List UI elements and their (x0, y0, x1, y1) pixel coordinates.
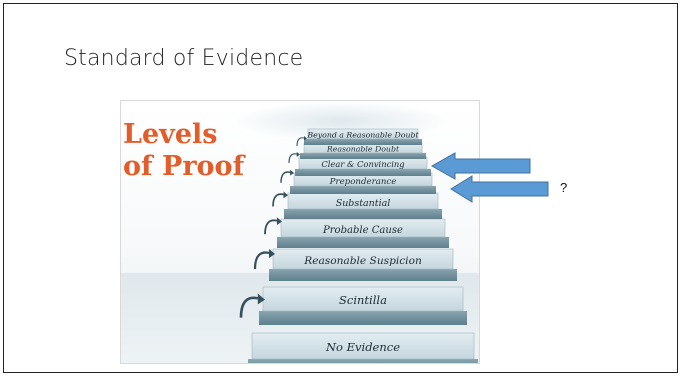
left-arrow-clear-convincing (430, 152, 531, 180)
step-label: Reasonable Suspicion (303, 255, 422, 267)
levels-of-proof-heading: Levels of Proof (123, 119, 263, 183)
curl-arrow-icon (296, 137, 305, 147)
step-riser (277, 237, 449, 248)
staircase: No Evidence Scintilla Reasonable Suspicion… (239, 128, 478, 363)
curl-arrowhead-icon (269, 249, 275, 258)
step-riser (295, 169, 431, 176)
curl-arrow-icon (280, 171, 291, 183)
step-label: Preponderance (329, 177, 397, 187)
step-riser (284, 209, 442, 219)
curl-arrowhead-icon (290, 169, 294, 176)
curl-arrowhead-icon (276, 217, 282, 225)
step-riser (248, 359, 478, 363)
question-mark-label: ? (560, 180, 568, 195)
step-label: Reasonable Doubt (326, 144, 400, 153)
curl-arrow-icon (272, 193, 284, 207)
step-label: Clear & Convincing (321, 159, 404, 169)
step-face (307, 128, 419, 140)
step-riser (259, 311, 467, 325)
curl-arrowhead-icon (257, 293, 265, 305)
step-label: Scintilla (339, 293, 387, 307)
step-riser (300, 153, 426, 159)
step-riser (269, 269, 457, 281)
curl-arrow-icon (288, 153, 297, 163)
curl-arrow-icon (239, 296, 259, 318)
slide-title: Standard of Evidence (64, 46, 304, 71)
step-label: Probable Cause (322, 225, 403, 236)
step-label: Beyond a Reasonable Doubt (306, 130, 419, 139)
step-face (251, 332, 475, 360)
curl-arrowhead-icon (304, 136, 307, 141)
heading-line-1: Levels (123, 119, 218, 150)
step-riser (290, 186, 436, 194)
curl-arrowhead-icon (283, 191, 288, 199)
curl-arrow-icon (253, 251, 270, 270)
step-label: No Evidence (325, 340, 400, 354)
step-riser (304, 139, 422, 145)
levels-of-proof-figure: Levels of Proof No Evidence Scintilla Reas… (120, 100, 480, 364)
left-arrow-preponderance (450, 175, 549, 203)
curl-arrowhead-icon (296, 151, 300, 157)
curl-arrow-icon (264, 219, 278, 235)
step-face (272, 248, 454, 270)
heading-line-2: of Proof (123, 151, 245, 182)
step-label: Substantial (336, 198, 391, 209)
